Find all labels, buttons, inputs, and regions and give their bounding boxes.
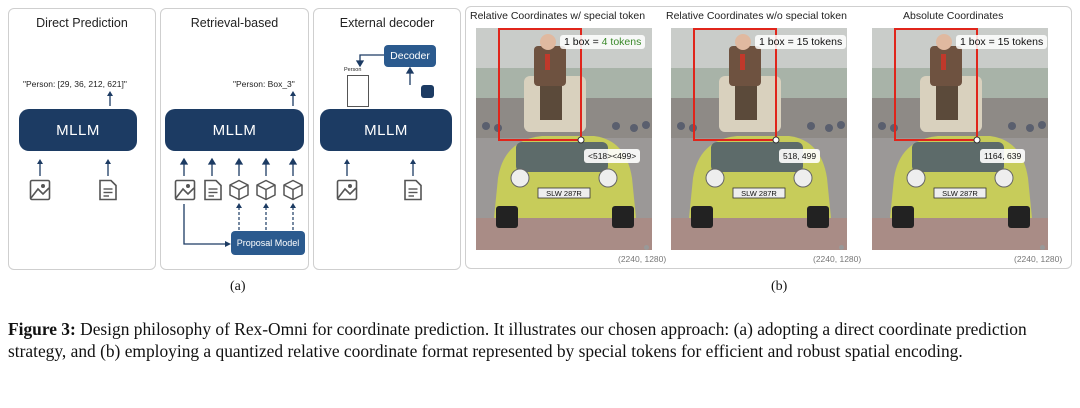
direct-prediction-panel: Direct Prediction "Person: [29, 36, 212,…	[8, 8, 156, 270]
token-count-badge: 1 box = 15 tokens	[956, 35, 1048, 49]
column-title: Relative Coordinates w/ special token	[470, 10, 646, 22]
retrieval-output-text: "Person: Box_3"	[233, 79, 295, 89]
retrieval-based-title: Retrieval-based	[190, 16, 279, 30]
mllm-block: MLLM	[19, 109, 137, 151]
scene-photo: SLW 287R	[671, 28, 847, 250]
image-dimensions: (2240, 1280)	[1014, 254, 1063, 264]
mllm-block: MLLM	[165, 109, 304, 151]
token-count-prefix: 1 box =	[564, 36, 602, 48]
figure-number: Figure 3:	[8, 319, 76, 339]
image-dimensions: (2240, 1280)	[618, 254, 667, 264]
token-count-value: 4 tokens	[601, 36, 642, 48]
subfigure-label-b: (b)	[771, 279, 788, 294]
input-arrow	[105, 159, 111, 176]
token-count-prefix: 1 box =	[759, 36, 797, 48]
input-arrow	[410, 159, 416, 176]
license-plate: SLW 287R	[741, 189, 777, 198]
person-label: Person	[344, 67, 362, 73]
subfigure-label-a: (a)	[230, 279, 246, 294]
decoder-box: Decoder	[384, 45, 436, 67]
column-title: Relative Coordinates w/o special token	[666, 10, 847, 22]
scene-photo: SLW 287R	[872, 28, 1048, 250]
external-decoder-title: External decoder	[339, 16, 435, 30]
cube-icon	[256, 179, 276, 201]
caption-text: Design philosophy of Rex-Omni for coordi…	[8, 319, 1027, 361]
license-plate: SLW 287R	[546, 189, 582, 198]
person-box-icon	[347, 75, 369, 107]
image-corner-dot	[839, 245, 844, 250]
token-count-value: 15 tokens	[997, 36, 1044, 48]
token-count-badge: 1 box = 4 tokens	[560, 35, 646, 49]
cube-icon	[229, 179, 249, 201]
decoder-arrows	[355, 54, 415, 85]
mllm-block: MLLM	[320, 109, 452, 151]
retrieval-based-panel: Retrieval-based "Person: Box_3" MLLM Pro…	[160, 8, 309, 270]
document-icon	[99, 179, 117, 201]
token-count-badge: 1 box = 15 tokens	[755, 35, 847, 49]
external-decoder-panel: External decoder Decoder Person MLLM	[313, 8, 461, 270]
coordinate-readout: 518, 499	[779, 149, 821, 163]
token-square	[421, 85, 434, 98]
output-arrow	[107, 91, 113, 106]
direct-output-text: "Person: [29, 36, 212, 621]"	[23, 79, 127, 89]
proposal-model-box: Proposal Model	[231, 231, 305, 255]
output-arrow	[290, 91, 296, 106]
image-icon	[29, 179, 51, 201]
direct-prediction-title: Direct Prediction	[36, 16, 128, 30]
token-count-prefix: 1 box =	[960, 36, 998, 48]
image-corner-dot	[644, 245, 649, 250]
scene-photo: SLW 287R	[476, 28, 652, 250]
retrieval-connectors	[179, 157, 298, 247]
document-icon	[404, 179, 422, 201]
cube-icon	[283, 179, 303, 201]
input-arrow	[344, 159, 350, 176]
column-title: Absolute Coordinates	[903, 10, 1004, 22]
input-arrow	[37, 159, 43, 176]
image-corner-dot	[1040, 245, 1045, 250]
image-icon	[336, 179, 358, 201]
image-dimensions: (2240, 1280)	[813, 254, 862, 264]
token-count-value: 15 tokens	[796, 36, 843, 48]
document-icon	[204, 179, 222, 201]
license-plate: SLW 287R	[942, 189, 978, 198]
image-icon	[174, 179, 196, 201]
coordinate-readout: 1164, 639	[980, 149, 1026, 163]
figure-caption: Figure 3: Design philosophy of Rex-Omni …	[8, 318, 1076, 362]
coordinate-readout: <518><499>	[584, 149, 641, 163]
